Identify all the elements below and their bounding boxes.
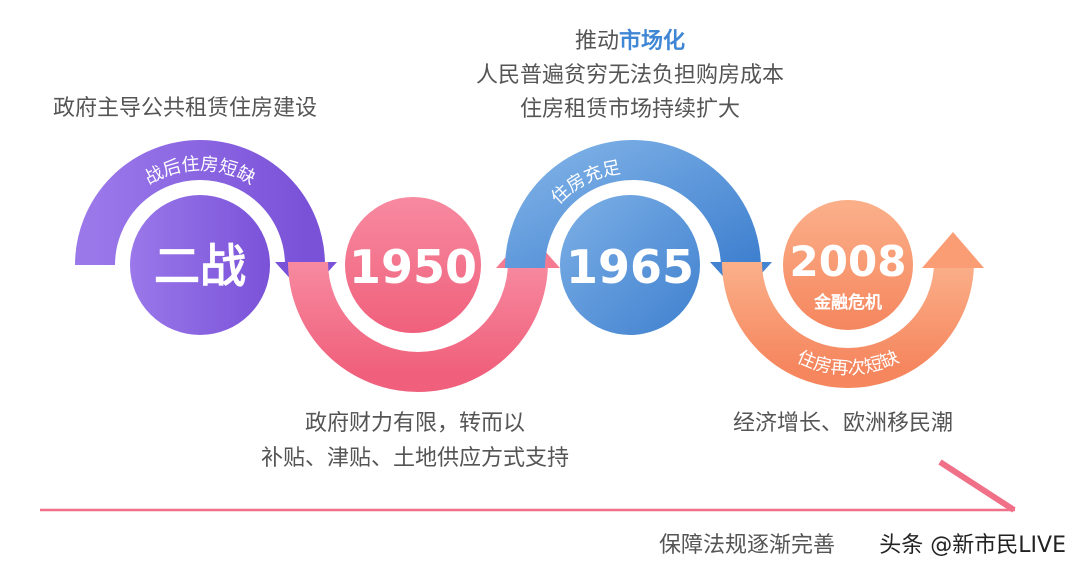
note-top-center-line2: 人民普遍贫穷无法负担购房成本: [476, 63, 784, 88]
note-top-left: 政府主导公共租赁住房建设: [53, 96, 317, 121]
note-bottom-center-line1: 政府财力有限，转而以: [305, 411, 525, 436]
node-circle-2008: [783, 200, 913, 330]
trend-label: 保障法规逐渐完善: [659, 533, 835, 558]
arc-pink: [288, 261, 548, 392]
node-circle-1950: [345, 197, 481, 333]
arc-blue: [505, 140, 761, 269]
note-top-center-line1: 推动市场化: [575, 28, 685, 54]
node-label-1965: 1965: [566, 240, 694, 294]
arc-orange: [722, 261, 974, 388]
note-top-center-line3: 住房租赁市场持续扩大: [520, 97, 740, 122]
note-bottom-center-line2: 补贴、津贴、土地供应方式支持: [261, 446, 569, 471]
watermark: 头条 @新市民LIVE: [879, 533, 1066, 558]
node-label-1950: 1950: [349, 240, 477, 294]
node-circle-1965: [560, 195, 700, 335]
node-label-ww2: 二战: [154, 239, 246, 293]
arrow-orange-up: [922, 232, 984, 268]
arc-purple: [75, 140, 325, 266]
trend-arrow-tick: [938, 459, 1016, 513]
node-sublabel-2008: 金融危机: [813, 292, 882, 313]
node-circle-ww2: [130, 195, 270, 335]
node-label-2008: 2008: [790, 237, 907, 286]
note-bottom-right: 经济增长、欧洲移民潮: [733, 411, 953, 436]
